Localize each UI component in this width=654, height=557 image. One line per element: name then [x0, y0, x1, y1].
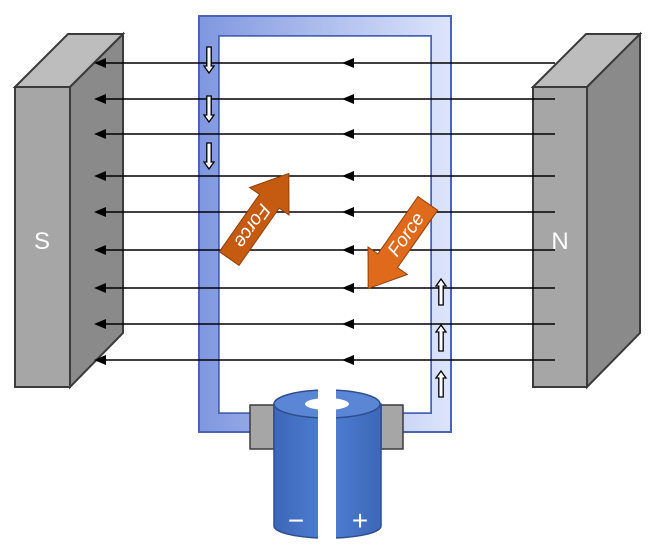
- north-magnet: N: [530, 31, 643, 390]
- north-magnet-face: [532, 86, 588, 388]
- hollow-arrow-icon: [202, 142, 216, 171]
- arrowhead-icon: [342, 207, 354, 217]
- arrowhead-icon: [342, 283, 354, 293]
- arrowhead-icon: [342, 129, 354, 139]
- hollow-arrow-icon: [434, 369, 448, 398]
- arrowhead-icon: [342, 319, 354, 329]
- hollow-arrow-icon: [434, 323, 448, 352]
- hollow-arrow-icon: [434, 277, 448, 306]
- arrowhead-icon: [342, 245, 354, 255]
- hollow-arrow-icon: [202, 46, 216, 75]
- north-pole-label: N: [551, 228, 568, 255]
- magnetic-field-lines: [94, 58, 555, 365]
- battery-negative-label: −: [288, 505, 304, 536]
- battery-split: [318, 388, 336, 540]
- arrowhead-icon: [94, 58, 106, 68]
- arrowhead-icon: [94, 207, 106, 217]
- arrowhead-icon: [342, 58, 354, 68]
- arrowhead-icon: [94, 245, 106, 255]
- south-pole-label: S: [34, 228, 50, 255]
- arrowhead-icon: [94, 94, 106, 104]
- south-magnet: S: [12, 31, 126, 390]
- arrowhead-icon: [94, 129, 106, 139]
- north-magnet-side: [586, 31, 641, 390]
- south-magnet-face: [14, 86, 71, 388]
- battery-terminal-right: [380, 404, 404, 450]
- battery: − +: [249, 388, 404, 540]
- arrowhead-icon: [94, 355, 106, 365]
- battery-terminal-left: [249, 404, 275, 450]
- arrowhead-icon: [94, 171, 106, 181]
- arrowhead-icon: [94, 283, 106, 293]
- battery-positive-label: +: [352, 505, 368, 536]
- arrowhead-icon: [342, 94, 354, 104]
- current-direction-arrows: [202, 46, 448, 398]
- arrowhead-icon: [94, 319, 106, 329]
- arrowhead-icon: [342, 171, 354, 181]
- arrowhead-icon: [342, 355, 354, 365]
- hollow-arrow-icon: [202, 95, 216, 124]
- south-magnet-side: [69, 31, 124, 390]
